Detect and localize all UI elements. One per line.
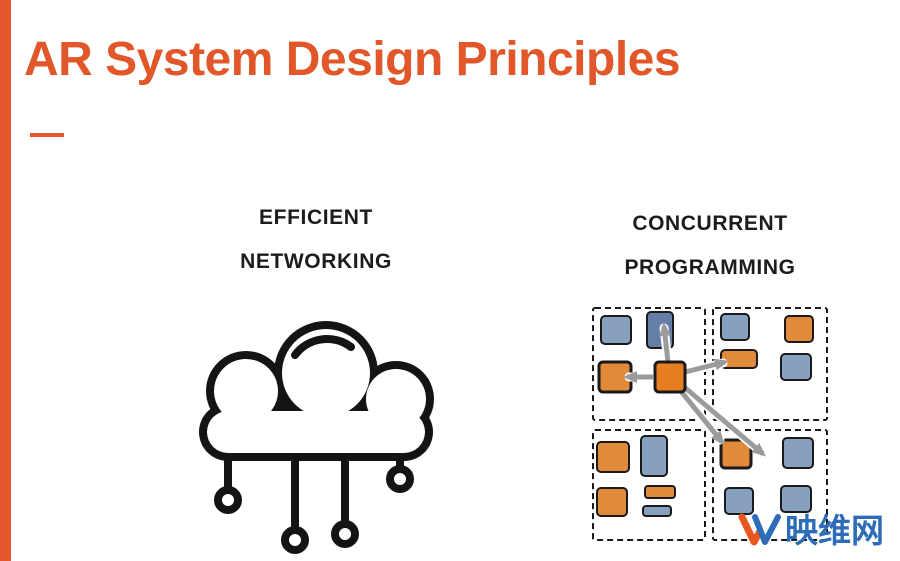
concurrent-programming-diagram xyxy=(592,307,828,541)
cloud-stem-nodes xyxy=(214,465,414,554)
task-block xyxy=(596,441,630,473)
page-title: AR System Design Principles xyxy=(24,33,681,86)
task-block xyxy=(596,487,628,517)
task-block xyxy=(720,313,750,341)
task-block xyxy=(644,485,676,499)
concurrent-label-line1: CONCURRENT xyxy=(632,212,788,235)
cloud-inner xyxy=(207,329,426,453)
watermark: 映维网 xyxy=(738,511,884,549)
logo-y-stroke xyxy=(738,513,764,546)
accent-left-bar xyxy=(0,0,11,561)
cloud-arc-and-stems xyxy=(224,335,404,533)
task-block xyxy=(782,437,814,469)
concurrent-figure: CONCURRENT PROGRAMMING xyxy=(575,213,845,543)
networking-label-line2: NETWORKING xyxy=(240,250,392,273)
concurrent-label-line2: PROGRAMMING xyxy=(624,256,796,279)
task-block xyxy=(784,315,814,343)
task-block xyxy=(642,505,672,517)
cloud-network-icon xyxy=(199,321,434,554)
networking-label-line1: EFFICIENT xyxy=(259,206,373,229)
title-underline-dash xyxy=(30,133,64,137)
task-group-bottom-left xyxy=(592,429,706,541)
dispatch-arrows xyxy=(623,322,767,457)
task-block xyxy=(719,438,753,470)
task-block xyxy=(780,485,812,513)
task-group-bottom-right xyxy=(712,429,828,541)
task-block xyxy=(724,487,754,515)
task-block xyxy=(780,353,812,381)
logo-v-stroke xyxy=(752,514,781,545)
yv-logo-icon xyxy=(738,513,781,546)
dispatcher-block xyxy=(653,360,687,394)
networking-figure: EFFICIENT NETWORKING xyxy=(171,207,461,555)
task-block xyxy=(600,315,632,345)
watermark-text: 映维网 xyxy=(785,511,884,549)
task-block xyxy=(640,435,668,477)
